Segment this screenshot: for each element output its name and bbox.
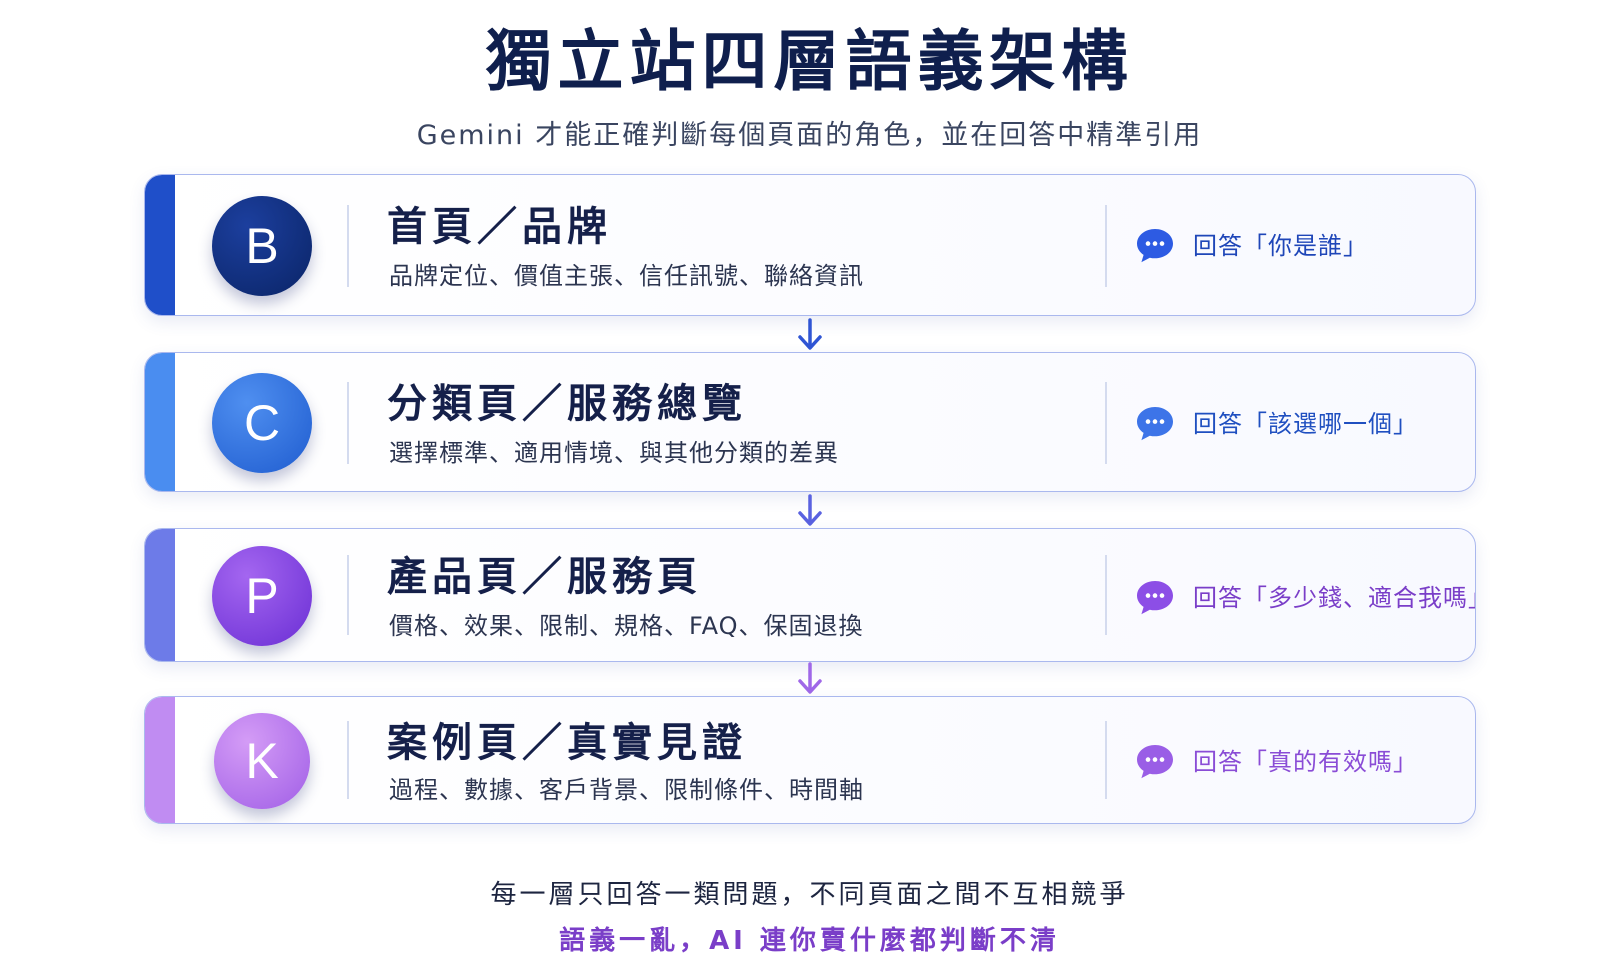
- chat-bubble-icon: [1137, 745, 1173, 779]
- layer-badge: K: [214, 713, 310, 809]
- layer-card-product: P 產品頁／服務頁 價格、效果、限制、規格、FAQ、保固退換 回答「多少錢、適合…: [144, 528, 1476, 662]
- layer-answer: 回答「你是誰」: [1193, 232, 1368, 260]
- layer-description: 價格、效果、限制、規格、FAQ、保固退換: [389, 612, 864, 640]
- layer-accent-bar: [145, 697, 175, 823]
- layer-divider: [347, 721, 349, 799]
- arrow-down-icon: [798, 318, 822, 350]
- chat-bubble-icon: [1137, 407, 1173, 441]
- layer-card-category: C 分類頁／服務總覽 選擇標準、適用情境、與其他分類的差異 回答「該選哪一個」: [144, 352, 1476, 492]
- layer-card-brand: B 首頁／品牌 品牌定位、價值主張、信任訊號、聯絡資訊 回答「你是誰」: [144, 174, 1476, 316]
- layer-badge: B: [212, 196, 312, 296]
- layer-title: 分類頁／服務總覽: [387, 381, 747, 427]
- layer-card-case-study: K 案例頁／真實見證 過程、數據、客戶背景、限制條件、時間軸 回答「真的有效嗎」: [144, 696, 1476, 824]
- layer-answer: 回答「多少錢、適合我嗎」: [1193, 584, 1476, 612]
- arrow-down-icon: [798, 662, 822, 694]
- layer-description: 品牌定位、價值主張、信任訊號、聯絡資訊: [389, 262, 864, 290]
- page-title: 獨立站四層語義架構: [485, 23, 1134, 100]
- layer-divider: [1105, 555, 1107, 635]
- arrow-down-icon: [798, 494, 822, 526]
- layer-divider: [1105, 382, 1107, 464]
- chat-bubble-icon: [1137, 229, 1173, 263]
- layer-accent-bar: [145, 175, 175, 315]
- layer-badge: P: [212, 546, 312, 646]
- layer-accent-bar: [145, 353, 175, 491]
- page-subtitle: Gemini 才能正確判斷每個頁面的角色，並在回答中精準引用: [416, 120, 1203, 151]
- layer-accent-bar: [145, 529, 175, 661]
- layer-divider: [1105, 721, 1107, 799]
- layer-divider: [347, 205, 349, 287]
- layer-badge: C: [212, 373, 312, 473]
- layer-answer: 回答「該選哪一個」: [1193, 410, 1418, 438]
- layer-title: 首頁／品牌: [387, 204, 612, 250]
- layer-title: 案例頁／真實見證: [387, 720, 747, 766]
- layer-title: 產品頁／服務頁: [387, 554, 702, 600]
- chat-bubble-icon: [1137, 581, 1173, 615]
- layer-answer: 回答「真的有效嗎」: [1193, 748, 1418, 776]
- layer-description: 選擇標準、適用情境、與其他分類的差異: [389, 439, 839, 467]
- layer-divider: [1105, 205, 1107, 287]
- layer-divider: [347, 382, 349, 464]
- layer-description: 過程、數據、客戶背景、限制條件、時間軸: [389, 776, 864, 804]
- footer-warning: 語義一亂，AI 連你賣什麼都判斷不清: [559, 926, 1060, 956]
- layer-divider: [347, 555, 349, 635]
- footer-note: 每一層只回答一類問題，不同頁面之間不互相競爭: [490, 880, 1129, 910]
